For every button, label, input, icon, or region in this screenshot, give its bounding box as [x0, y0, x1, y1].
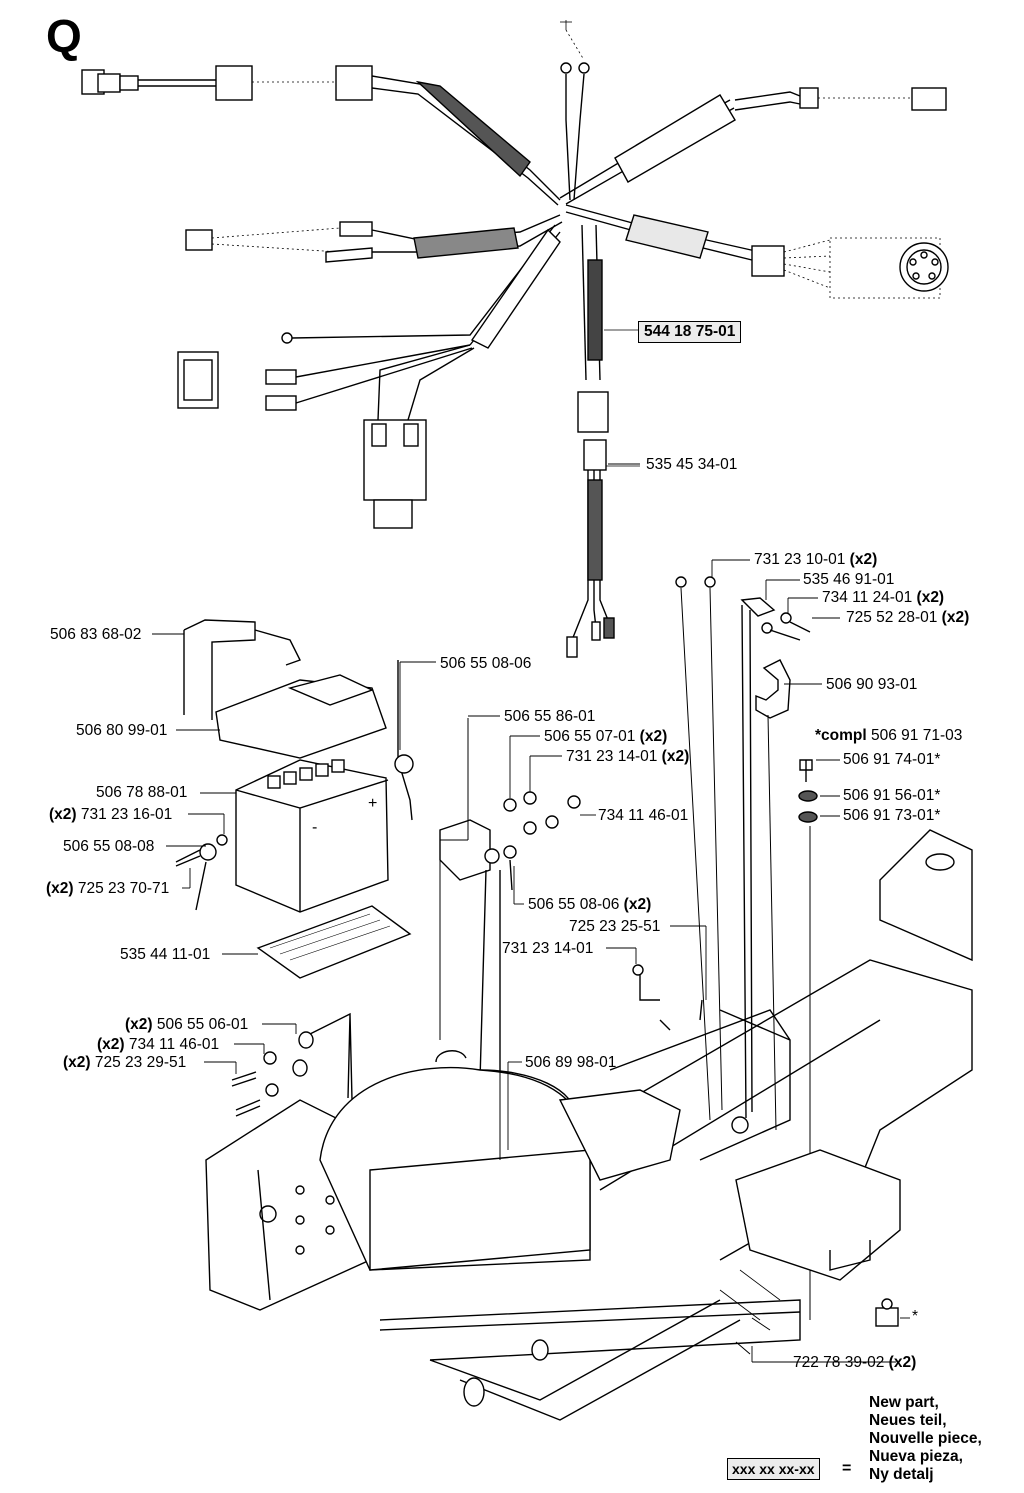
part-label: 506 55 08-06 [440, 655, 532, 672]
legend-line: Neues teil, [869, 1412, 947, 1429]
part-label: 506 83 68-02 [50, 626, 142, 643]
svg-text:-: - [312, 819, 317, 836]
part-label: 535 45 34-01 [646, 456, 738, 473]
svg-text:+: + [368, 795, 377, 812]
battery-group: + - [175, 619, 414, 979]
part-label: 535 44 11-01 [120, 946, 211, 963]
harness-part-number: 544 18 75-01 [638, 321, 742, 343]
part-label: 506 55 08-06 (x2) [528, 896, 652, 913]
section-letter: Q [46, 10, 82, 62]
leader-lines [152, 463, 910, 1363]
part-label: 506 89 98-01 [525, 1054, 617, 1071]
wiring-harness [81, 20, 949, 658]
part-label: 506 91 74-01* [843, 751, 941, 768]
part-label: 734 11 46-01 [598, 807, 689, 824]
part-label: 734 11 24-01 (x2) [822, 589, 945, 606]
legend-part-number-box: xxx xx xx-xx [727, 1458, 820, 1480]
hardware-bolts [231, 1012, 353, 1117]
part-label: 731 23 10-01 (x2) [754, 551, 878, 568]
legend-line: New part, [869, 1394, 939, 1411]
part-label: (x2) 734 11 46-01 [97, 1036, 220, 1053]
part-label: 731 23 14-01 (x2) [566, 748, 690, 765]
part-label: 535 46 91-01 [803, 571, 895, 588]
part-label: 506 91 56-01* [843, 787, 941, 804]
part-label: (x2) 731 23 16-01 [49, 806, 173, 823]
legend: New part, Neues teil, Nouvelle piece, Nu… [869, 1394, 982, 1484]
part-label: 506 91 73-01* [843, 807, 941, 824]
part-label: * [912, 1308, 919, 1325]
part-label: 722 78 39-02 (x2) [793, 1354, 917, 1371]
part-label: 506 80 99-01 [76, 722, 168, 739]
part-label: 725 23 25-51 [569, 918, 661, 935]
part-label: 506 55 08-08 [63, 838, 155, 855]
part-label: 725 52 28-01 (x2) [846, 609, 970, 626]
part-label: (x2) 725 23 70-71 [46, 880, 170, 897]
part-label: 731 23 14-01 [502, 940, 594, 957]
part-label: 506 90 93-01 [826, 676, 918, 693]
solenoid-group [439, 718, 581, 1081]
legend-line: Nouvelle piece, [869, 1430, 982, 1447]
part-label: (x2) 506 55 06-01 [125, 1016, 249, 1033]
tractor-frame [205, 829, 973, 1421]
part-label: 506 78 88-01 [96, 784, 188, 801]
legend-equals: = [842, 1460, 852, 1477]
part-label: *compl 506 91 71-03 [815, 727, 963, 744]
part-label: (x2) 725 23 29-51 [63, 1054, 187, 1071]
legend-line: Nueva pieza, [869, 1448, 963, 1465]
part-label: 506 55 07-01 (x2) [544, 728, 668, 745]
part-label: 506 55 86-01 [504, 708, 596, 725]
legend-line: Ny detalj [869, 1466, 934, 1483]
